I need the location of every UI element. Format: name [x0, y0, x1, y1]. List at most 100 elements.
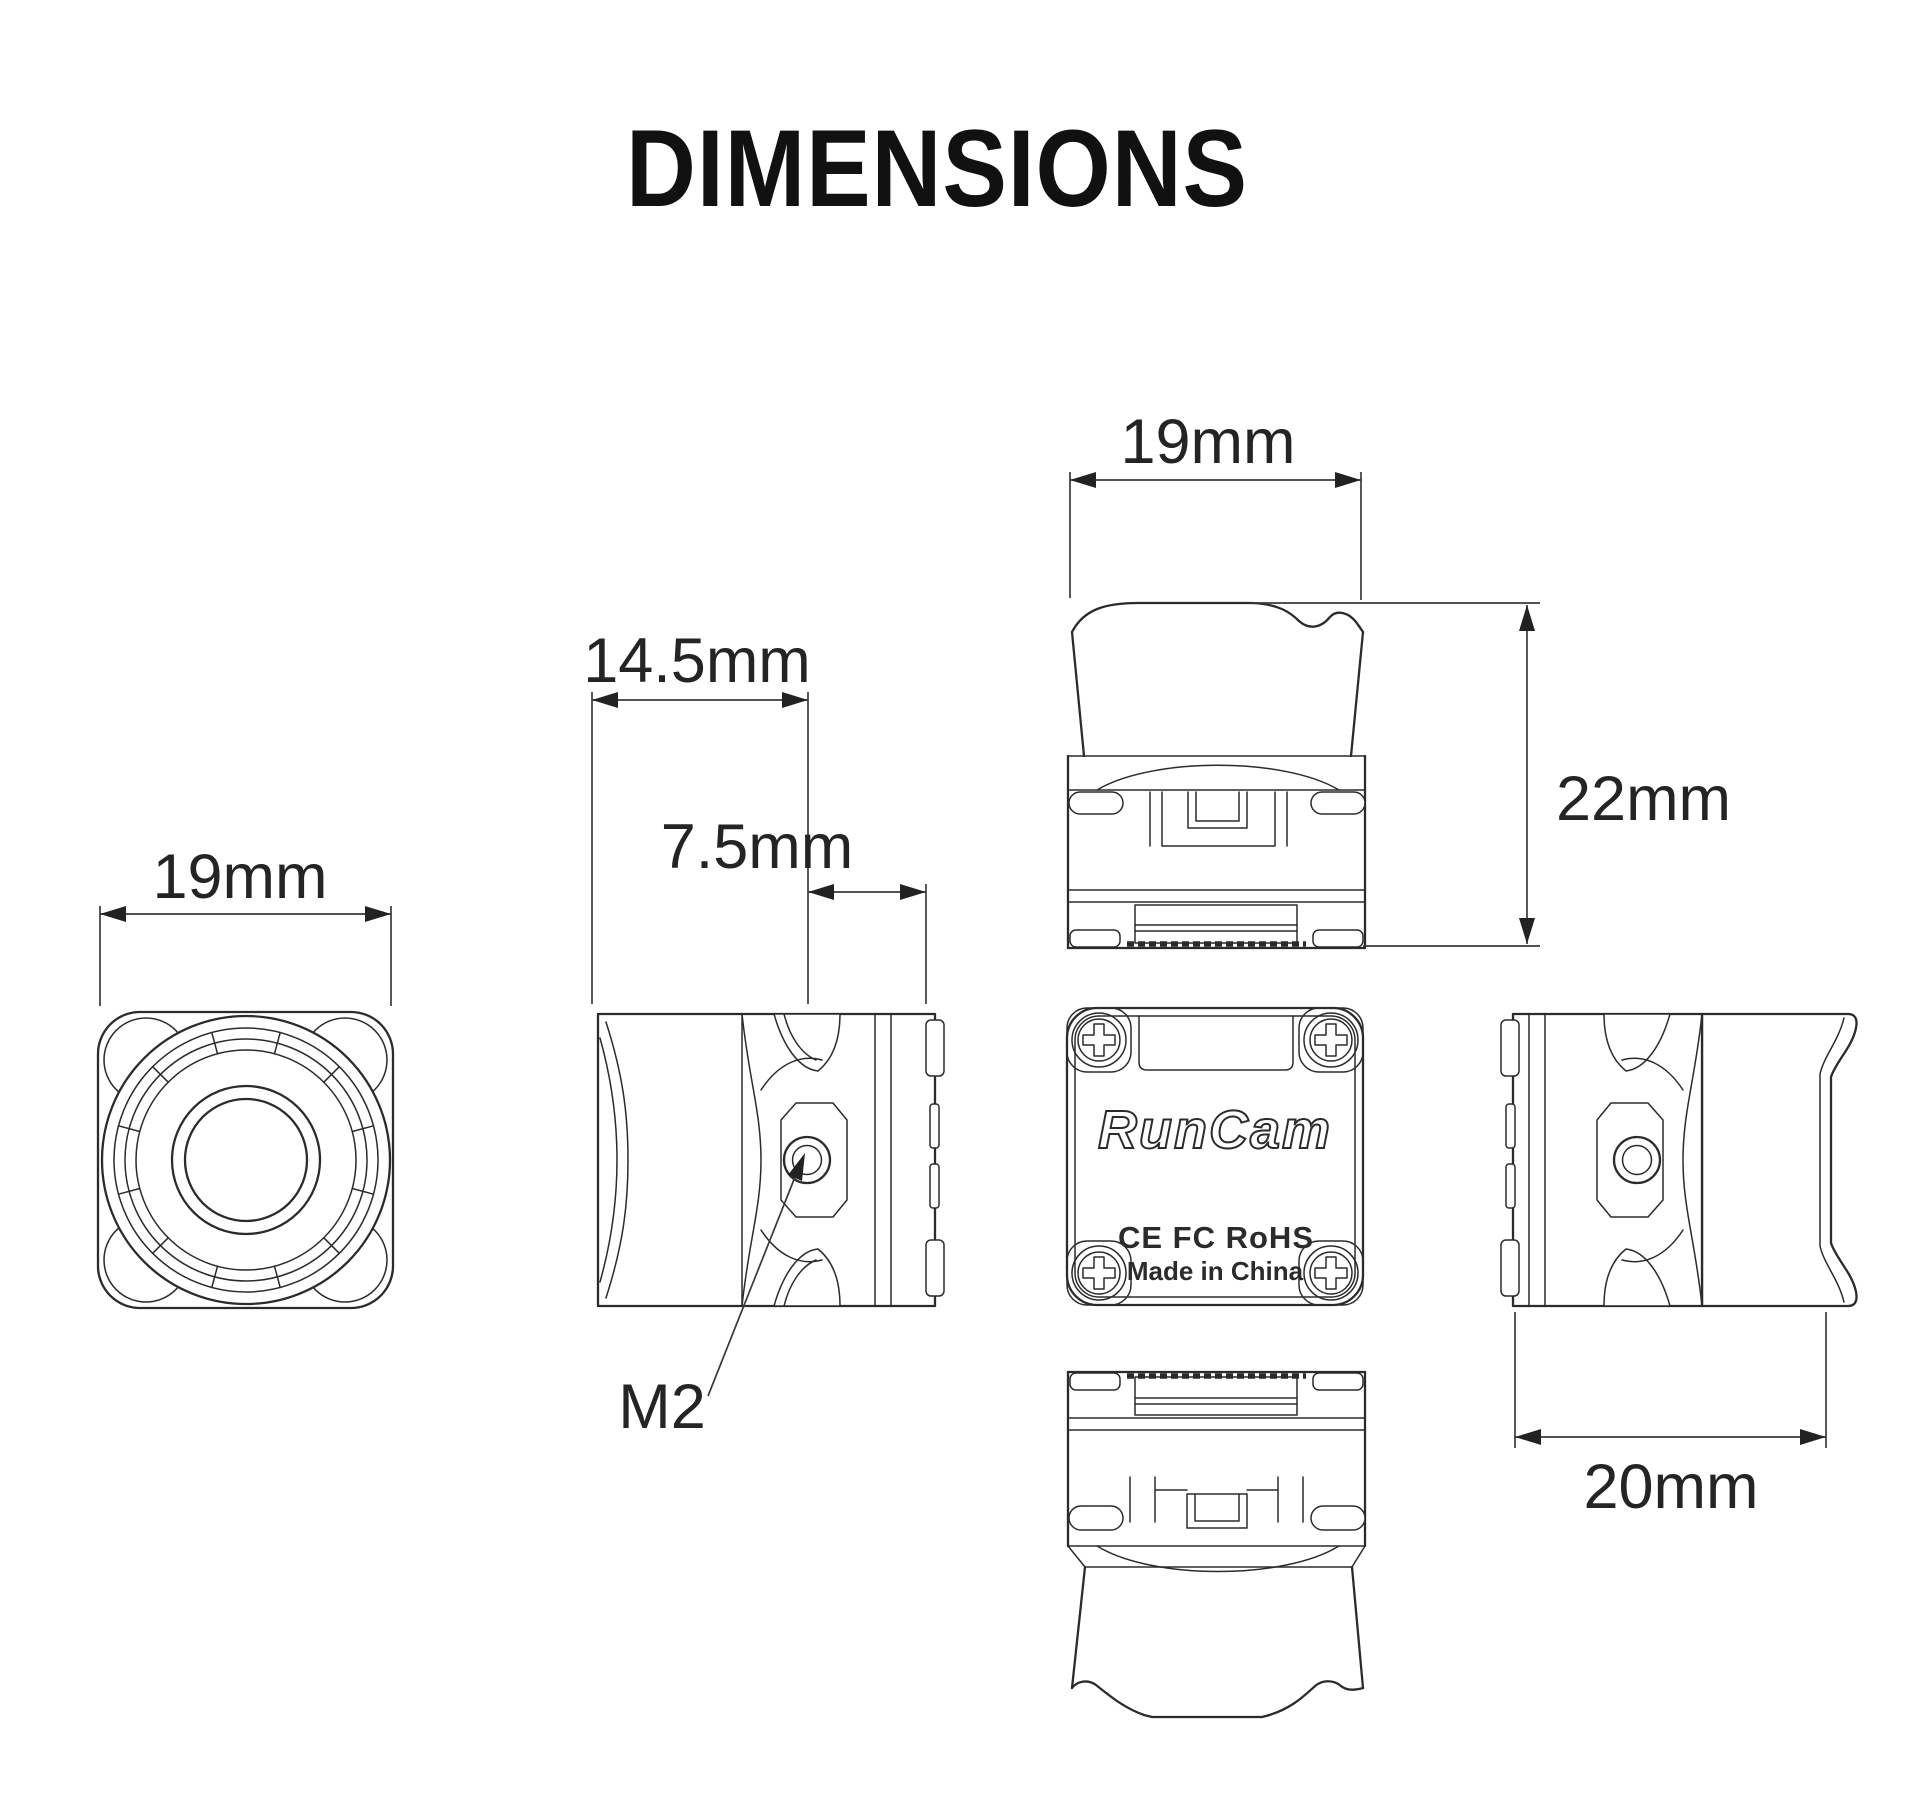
screw-boss-pocket: [1596, 1102, 1664, 1218]
hood-side-right: [1349, 630, 1365, 758]
dim-label-mount-thread: M2: [618, 1372, 706, 1442]
clip-ear-top: [1603, 1013, 1671, 1072]
arrowhead-right-icon: [900, 884, 926, 900]
center-slot: [1186, 1493, 1248, 1529]
connector-block: [1134, 1376, 1298, 1416]
dim-label-top-width: 19mm: [1120, 407, 1295, 477]
dim-label-overall-depth: 22mm: [1556, 764, 1731, 834]
phillips-screw-icon: [1066, 1007, 1132, 1073]
arrowhead-up-icon: [1519, 605, 1535, 631]
phillips-screw-icon: [1298, 1240, 1364, 1306]
dimension-front-width: 19mm: [99, 842, 392, 1006]
arrowhead-down-icon: [1519, 918, 1535, 944]
bottom-view-drawing: [1066, 1370, 1367, 1719]
arrowhead-left-icon: [808, 884, 834, 900]
bezel-segment-ticks: [117, 1031, 375, 1289]
corner-tab-icon: [1069, 1372, 1121, 1391]
m2-screw-hole-inner: [1621, 1144, 1653, 1176]
bracket-waist: [1682, 1013, 1703, 1307]
mount-ear-icon: [1068, 791, 1124, 815]
lens-hood-inner-lip: [1819, 1017, 1845, 1303]
lens-glass-inner: [183, 1097, 309, 1223]
leader-line: [707, 1176, 796, 1397]
lens-hood-inner-lip: [605, 1021, 629, 1299]
center-slot-inner: [1195, 791, 1240, 822]
corner-tab-icon: [1312, 929, 1364, 948]
hood-side-right: [1350, 1565, 1365, 1690]
body-dome-curve: [1096, 1545, 1340, 1573]
phillips-screw-icon: [1066, 1240, 1132, 1306]
lens-ring: [113, 1027, 379, 1293]
lens-ring: [124, 1038, 368, 1282]
lens-hood-wave-top: [1070, 601, 1365, 634]
m2-screw-hole-inner: [791, 1144, 823, 1176]
page-title: DIMENSIONS: [626, 106, 1248, 229]
certification-text: CE FC RoHS: [1118, 1220, 1314, 1255]
bracket-web-top: [1621, 1057, 1684, 1091]
arrowhead-right-icon: [1800, 1429, 1826, 1445]
lens-hood-inner-lip2: [599, 1037, 618, 1283]
bracket-web-bottom: [760, 1229, 823, 1263]
corner-tab-icon: [1069, 929, 1121, 948]
m2-screw-hole-icon: [782, 1135, 832, 1185]
rear-clip-icon: [925, 1239, 945, 1297]
rib-lines: [1129, 1476, 1304, 1523]
lens-hood-side: [1700, 1012, 1858, 1308]
dim-label-side-depth: 20mm: [1583, 1452, 1758, 1522]
dimension-lens-overall-depth: 14.5mm: [583, 626, 811, 1004]
camera-side-body: [596, 1012, 937, 1308]
bracket-web-top: [760, 1057, 823, 1091]
side-view-left-drawing: [596, 1012, 945, 1308]
connector-block: [1134, 904, 1298, 944]
clip-ear-bottom: [773, 1248, 841, 1307]
lens-hood-wave-bottom: [1070, 1680, 1365, 1719]
body-dome-curve: [1096, 764, 1340, 791]
rear-nub-icon: [929, 1163, 940, 1209]
front-view-drawing: [96, 1010, 395, 1310]
arrowhead-right-icon: [365, 906, 391, 922]
hood-side-left: [1070, 630, 1086, 758]
bracket-waist: [741, 1013, 762, 1307]
origin-text: Made in China: [1127, 1256, 1304, 1286]
screw-boss-pocket: [780, 1102, 848, 1218]
dim-label-lens-depth: 14.5mm: [583, 626, 811, 696]
side-view-right-drawing: [1500, 1012, 1858, 1308]
lens-bezel-outer: [100, 1014, 392, 1306]
dim-label-front-width: 19mm: [152, 842, 327, 912]
dimension-body-depth: 7.5mm: [661, 812, 927, 1004]
dimension-top-width: 19mm: [1069, 407, 1362, 600]
bracket-web-bottom: [1621, 1229, 1684, 1263]
camera-back-body: [1065, 1006, 1365, 1307]
ledge-transition: [1067, 1545, 1366, 1568]
corner-tab-icon: [1312, 1372, 1364, 1391]
camera-side-body: [1511, 1012, 1704, 1308]
clip-ear-bottom: [1603, 1248, 1671, 1307]
arrowhead-left-icon: [1070, 472, 1096, 488]
clip-ear-top: [773, 1013, 841, 1072]
dim-label-body-depth: 7.5mm: [661, 812, 854, 882]
mount-ear-icon: [1310, 1505, 1366, 1531]
rear-clip-icon: [925, 1019, 945, 1077]
arrowhead-right-icon: [782, 692, 808, 708]
mount-ear-icon: [1068, 1505, 1124, 1531]
rear-nub-icon: [1505, 1103, 1516, 1149]
dimension-side-depth: 20mm: [1514, 1312, 1827, 1522]
arrowhead-right-icon: [1335, 472, 1361, 488]
m2-screw-hole-icon: [1612, 1135, 1662, 1185]
dimension-overall-depth: 22mm: [1252, 602, 1731, 947]
rib-lines: [1149, 791, 1288, 847]
page-title-group: DIMENSIONS: [626, 106, 1248, 229]
rear-nub-icon: [929, 1103, 940, 1149]
connector-cutout: [1138, 1015, 1294, 1071]
rear-clip-icon: [1500, 1239, 1520, 1297]
leader-arrowhead-icon: [788, 1153, 805, 1181]
top-view-drawing: [1066, 601, 1367, 950]
arrowhead-left-icon: [100, 906, 126, 922]
lens-ring: [135, 1049, 357, 1271]
phillips-screw-icon: [1298, 1007, 1364, 1073]
center-slot: [1187, 791, 1248, 829]
annotation-mount-thread: M2: [618, 1153, 805, 1442]
hood-side-left: [1070, 1565, 1087, 1690]
back-inner-border: [1074, 1015, 1356, 1298]
